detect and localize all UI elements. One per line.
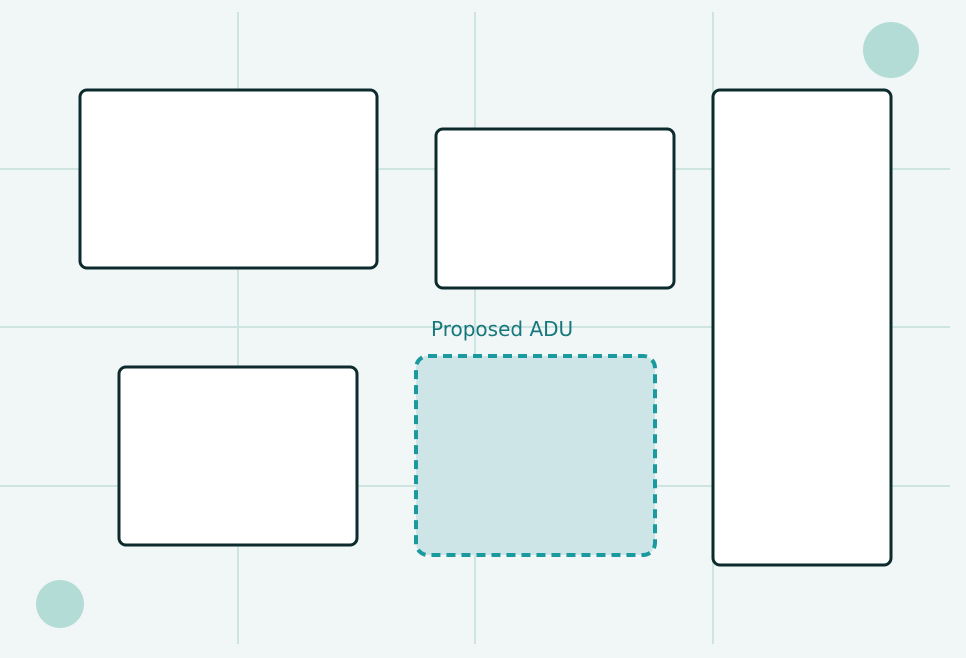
- accent-dot-bottom-left: [36, 580, 84, 628]
- proposed-adu-label: Proposed ADU: [431, 317, 573, 341]
- building-top-left: [78, 88, 379, 270]
- building-right-tall: [711, 88, 893, 567]
- building-top-center: [434, 127, 676, 290]
- proposed-adu-area: [414, 354, 657, 557]
- accent-dot-top-right: [863, 22, 919, 78]
- building-bottom-left: [117, 365, 359, 547]
